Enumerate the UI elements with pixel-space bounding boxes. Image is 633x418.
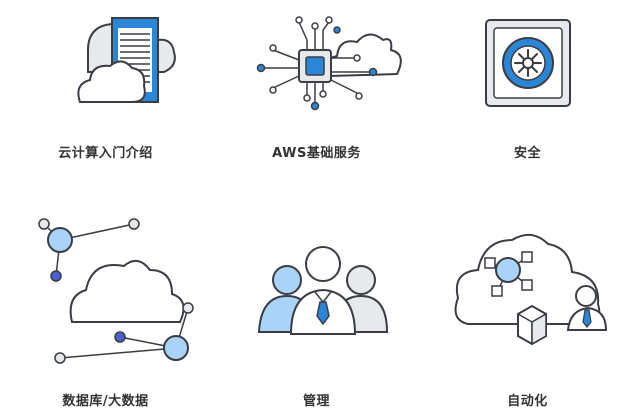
tile-label-security: 安全: [513, 146, 541, 161]
tile-automation[interactable]: 自动化: [422, 200, 633, 418]
cloud-network-icon: [38, 218, 194, 364]
tile-label-aws-basics: AWS基础服务: [272, 146, 361, 161]
tile-aws-basics[interactable]: AWS基础服务: [211, 0, 422, 200]
people-group-icon: [257, 246, 389, 335]
vault-icon: [485, 19, 571, 107]
cloud-automation-icon: [454, 233, 608, 346]
tile-label-database-bigdata: 数据库/大数据: [62, 394, 149, 409]
tile-cloud-intro[interactable]: 云计算入门介绍: [0, 0, 211, 200]
tile-management[interactable]: 管理: [211, 200, 422, 418]
cloud-server-icon: [77, 17, 176, 103]
tile-security[interactable]: 安全: [422, 0, 633, 200]
tile-label-automation: 自动化: [507, 394, 548, 409]
tile-label-cloud-intro: 云计算入门介绍: [58, 146, 153, 161]
chip-cloud-icon: [256, 16, 402, 111]
tile-database-bigdata[interactable]: 数据库/大数据: [0, 200, 211, 418]
tile-label-management: 管理: [302, 394, 330, 409]
